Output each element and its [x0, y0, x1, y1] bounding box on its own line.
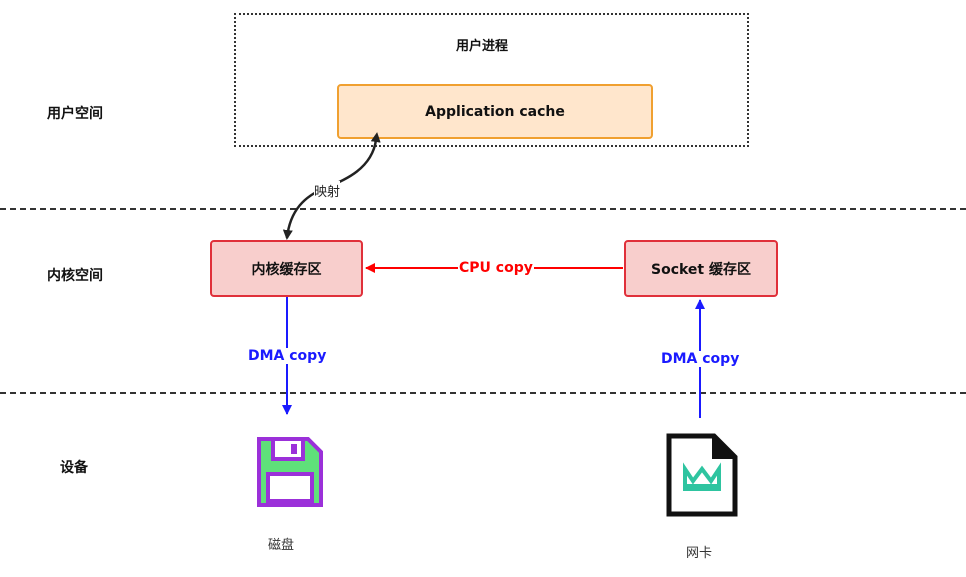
nic-label: 网卡: [686, 546, 713, 561]
network-card-icon: [666, 433, 738, 517]
mapping-label: 映射: [314, 181, 341, 200]
row-label-kernel-space: 内核空间: [47, 268, 103, 284]
user-process-container: [234, 13, 749, 147]
separator-user-kernel: [0, 208, 966, 210]
dma-copy-right-label: DMA copy: [661, 351, 740, 367]
dma-copy-left-label: DMA copy: [248, 348, 327, 364]
row-label-user-space: 用户空间: [47, 106, 103, 122]
socket-buffer-box: Socket 缓存区: [624, 240, 778, 297]
cpu-copy-label: CPU copy: [458, 260, 534, 276]
floppy-disk-icon: [257, 437, 323, 507]
row-label-device: 设备: [60, 460, 88, 476]
user-process-title: 用户进程: [456, 39, 509, 54]
application-cache-box: Application cache: [337, 84, 653, 139]
disk-label: 磁盘: [268, 538, 295, 553]
kernel-buffer-box: 内核缓存区: [210, 240, 363, 297]
separator-kernel-device: [0, 392, 966, 394]
